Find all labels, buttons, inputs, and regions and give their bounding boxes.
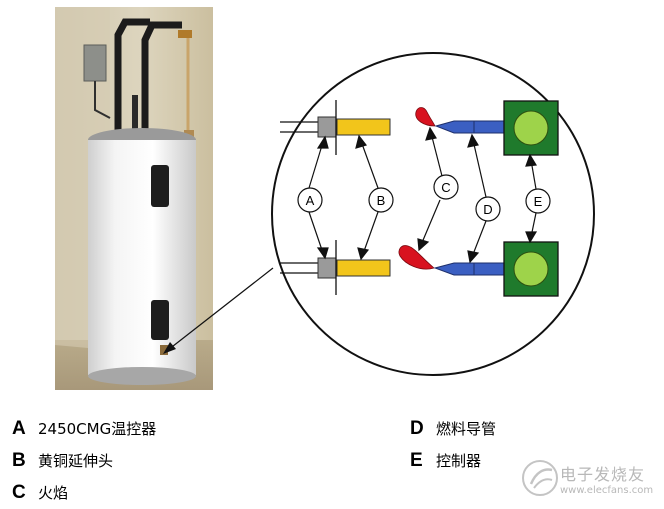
brass-extension-bottom [336, 259, 391, 277]
zoom-leader-line [167, 267, 274, 351]
elecfans-logo-icon [522, 460, 558, 496]
callout-d-label: D [483, 202, 492, 217]
legend-text-a: 2450CMG温控器 [38, 420, 157, 438]
legend-letter-d: D [410, 418, 424, 439]
water-heater-photo [55, 7, 213, 390]
legend-letter-e: E [410, 450, 423, 471]
callout-e: E [525, 188, 551, 214]
legend-item-d: D 燃料导管 [410, 418, 496, 440]
thermostat-sensor-bottom [317, 257, 337, 279]
thermostat-sensor-top [317, 116, 337, 138]
legend-letter-b: B [12, 450, 26, 471]
flame-top [415, 107, 436, 127]
elecfans-watermark: 电子发烧友 www.elecfans.com [520, 455, 660, 505]
legend-item-e: E 控制器 [410, 450, 481, 472]
callout-a: A [297, 187, 323, 213]
legend-item-a: A 2450CMG温控器 [12, 418, 156, 440]
callout-d: D [475, 196, 501, 222]
top-thermostat-assembly [280, 100, 391, 155]
callout-e-label: E [534, 194, 543, 209]
legend-text-e: 控制器 [436, 452, 482, 470]
bottom-thermostat-assembly [280, 240, 391, 295]
zoom-leader-arrowhead [163, 342, 176, 354]
controller-knob-top [513, 110, 549, 146]
callout-arrows [308, 126, 538, 264]
callout-c: C [433, 174, 459, 200]
watermark-title: 电子发烧友 [560, 465, 646, 484]
legend-item-b: B 黄铜延伸头 [12, 450, 113, 472]
legend-letter-a: A [12, 418, 26, 439]
callout-b: B [368, 187, 394, 213]
top-burner-assembly [415, 100, 559, 156]
bottom-burner-assembly [398, 241, 559, 297]
brass-extension-top [336, 118, 391, 136]
callout-c-label: C [441, 180, 450, 195]
legend-text-d: 燃料导管 [436, 420, 497, 438]
watermark-url: www.elecfans.com [560, 485, 654, 496]
controller-knob-bottom [513, 251, 549, 287]
legend-text-c: 火焰 [38, 484, 69, 502]
callout-b-label: B [377, 193, 386, 208]
callout-a-label: A [306, 193, 315, 208]
legend-item-c: C 火焰 [12, 482, 68, 504]
legend-letter-c: C [12, 482, 26, 503]
flame-bottom [398, 245, 435, 270]
legend-text-b: 黄铜延伸头 [38, 452, 114, 470]
